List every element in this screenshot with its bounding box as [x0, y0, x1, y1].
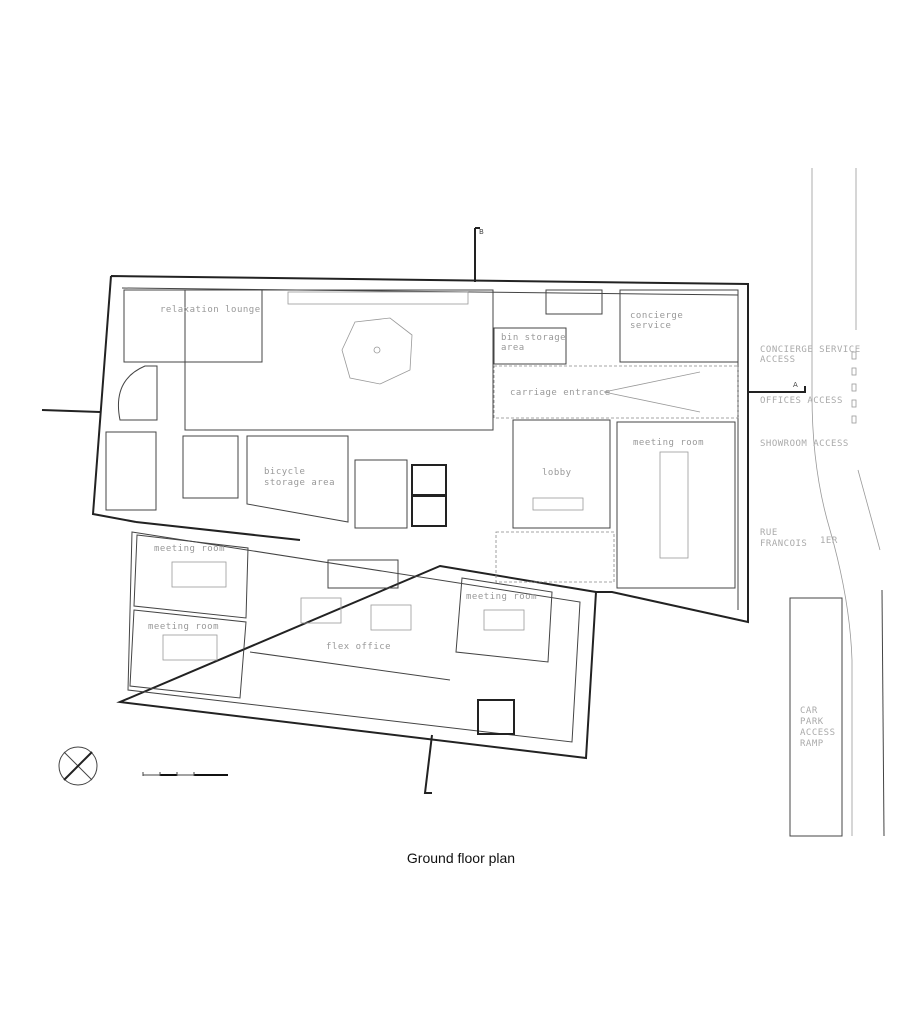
north-arrow-icon	[58, 746, 98, 786]
car-park-edge	[881, 589, 885, 837]
section-marker-a: A	[793, 381, 798, 389]
inner-outline	[121, 287, 739, 743]
street-curb-west	[811, 168, 853, 836]
label-concierge-2: service	[630, 321, 671, 331]
crossing-marks	[851, 351, 857, 424]
label-carriage-entrance: carriage entrance	[510, 388, 611, 398]
label-meeting-room-sw: meeting room	[148, 622, 219, 632]
lift-2	[411, 495, 447, 527]
label-offices-access: OFFICES ACCESS	[760, 396, 843, 406]
label-bicycle-storage-2: storage area	[264, 478, 335, 488]
label-bicycle-storage: bicycle	[264, 467, 305, 477]
stair-south	[477, 699, 515, 735]
lobby-desk	[532, 497, 584, 511]
label-street-name-2: FRANCOIS	[760, 539, 807, 549]
meeting-room-sw	[129, 609, 247, 699]
label-concierge-access: CONCIERGE SERVICE	[760, 345, 861, 355]
sculpture	[341, 317, 413, 385]
section-line-a	[748, 386, 806, 393]
flex-desk-2	[370, 604, 412, 631]
label-flex-office: flex office	[326, 642, 391, 652]
internal-ramp	[495, 531, 615, 583]
building-outline-south	[116, 521, 598, 760]
label-bin-storage: bin storage	[501, 333, 566, 343]
main-hall	[184, 289, 494, 431]
toilets	[105, 431, 157, 511]
spiral-stair-west	[117, 365, 158, 421]
lobby-room	[512, 419, 611, 529]
section-line-b	[474, 227, 480, 282]
central-stair	[354, 459, 408, 529]
label-car-park-2: PARK	[800, 717, 824, 727]
section-marker-b: B	[479, 228, 484, 236]
flex-desk-1	[300, 597, 342, 624]
section-line-b-south	[423, 734, 433, 794]
label-lobby: lobby	[542, 468, 572, 478]
building-outline-north	[91, 275, 749, 624]
label-concierge: concierge	[630, 311, 683, 321]
gate-swing	[603, 371, 701, 413]
meeting-table-sw	[162, 634, 218, 661]
flex-booths	[327, 559, 399, 589]
meeting-room-nw	[133, 534, 249, 619]
label-street-name-3: 1ER	[820, 536, 838, 546]
scale-bar	[142, 772, 228, 776]
concierge-room	[619, 289, 739, 363]
stair-ne	[545, 289, 603, 315]
plan-title: Ground floor plan	[406, 850, 516, 866]
label-car-park: CAR	[800, 706, 818, 716]
meeting-room-se	[455, 577, 553, 663]
section-line-west	[41, 409, 101, 413]
lift-1	[411, 464, 447, 496]
toilets-2	[182, 435, 239, 499]
label-meeting-room-se: meeting room	[466, 592, 537, 602]
meeting-table-nw	[171, 561, 227, 588]
bicycle-storage-room	[246, 435, 349, 523]
label-bin-storage-2: area	[501, 343, 525, 353]
meeting-room-east	[616, 421, 736, 589]
bench	[287, 291, 469, 305]
street-curb-east	[855, 168, 881, 551]
meeting-table-east	[659, 451, 689, 559]
relaxation-lounge-room	[123, 289, 263, 363]
flex-office-partition	[249, 651, 451, 681]
label-relaxation-lounge: relaxation lounge	[160, 305, 261, 315]
bin-storage-room	[493, 327, 567, 365]
car-park-ramp	[789, 597, 843, 837]
label-showroom-access: SHOWROOM ACCESS	[760, 439, 849, 449]
label-concierge-access-2: ACCESS	[760, 355, 796, 365]
label-car-park-4: RAMP	[800, 739, 824, 749]
label-street-name: RUE	[760, 528, 778, 538]
label-meeting-room-east: meeting room	[633, 438, 704, 448]
carriage-entrance-area	[493, 365, 739, 419]
label-meeting-room-nw: meeting room	[154, 544, 225, 554]
label-car-park-3: ACCESS	[800, 728, 836, 738]
sculpture-center	[373, 346, 381, 354]
meeting-table-se	[483, 609, 525, 631]
